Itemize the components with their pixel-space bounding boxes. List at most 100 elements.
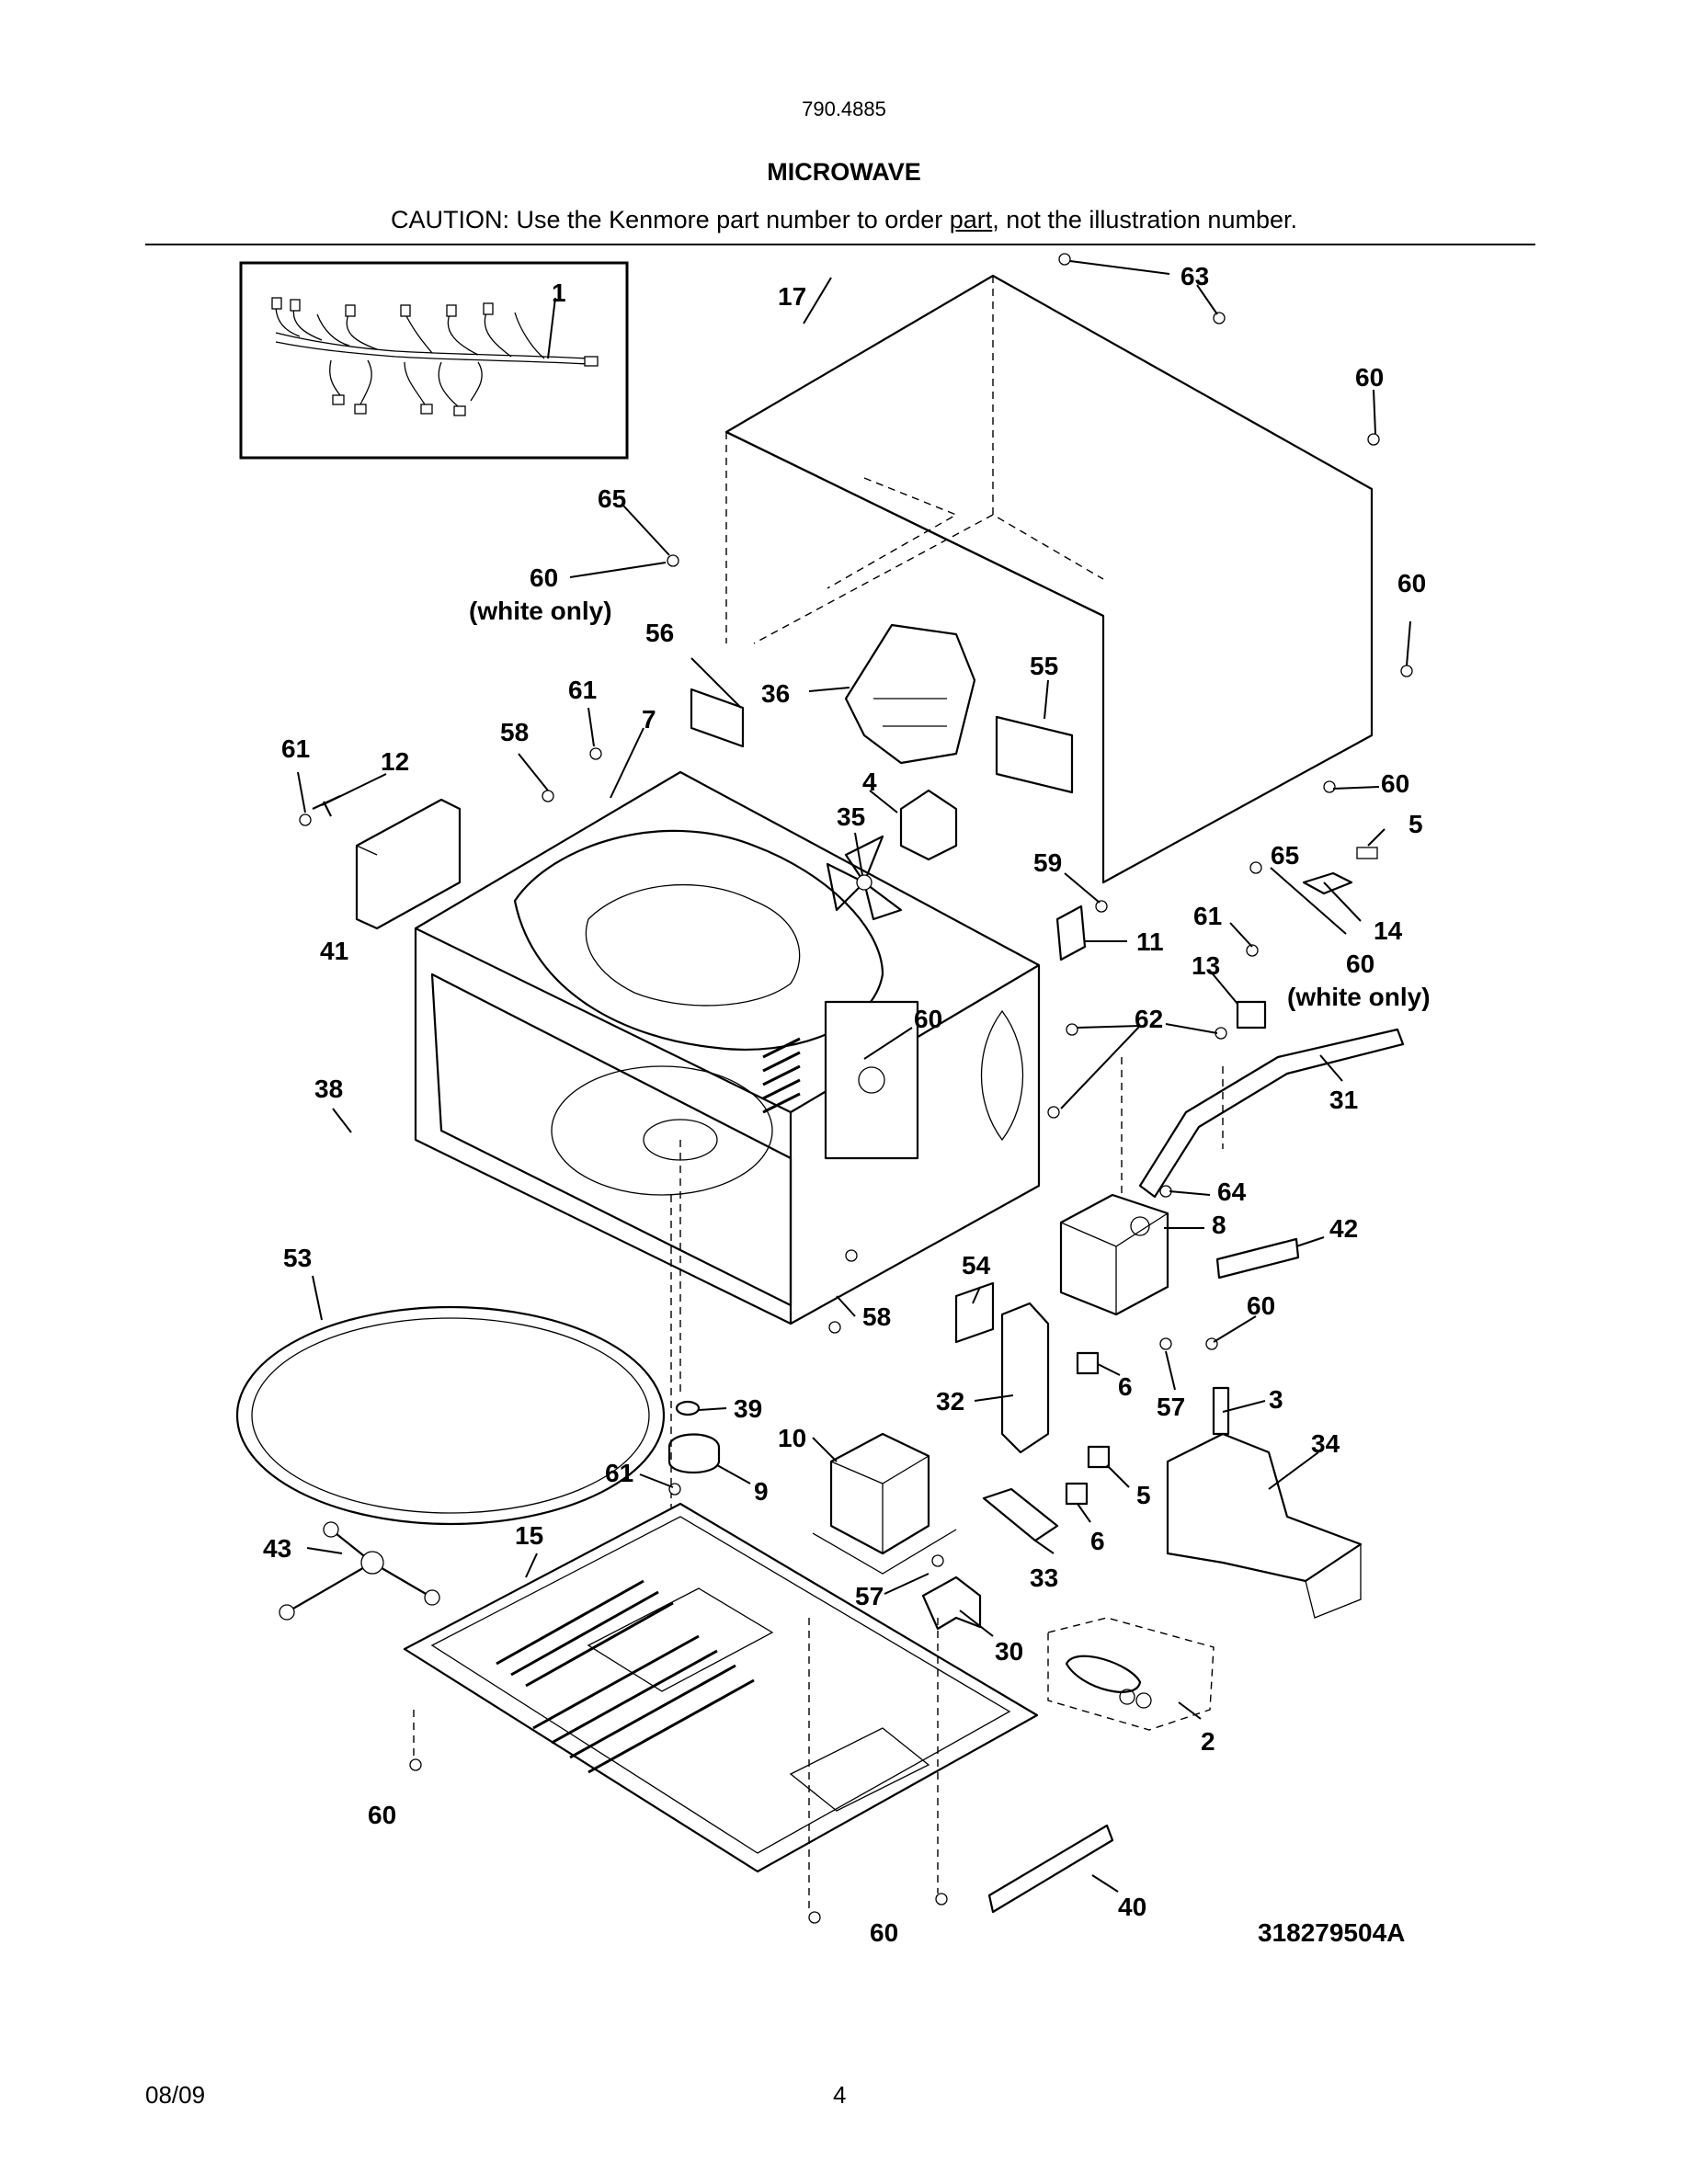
bracket-41	[312, 795, 462, 930]
waveguide-36	[844, 623, 976, 765]
page-number: 4	[833, 2081, 847, 2109]
callout-17: 17	[778, 282, 806, 311]
callout-5-low: 5	[1136, 1481, 1151, 1509]
coupler-39	[675, 1400, 701, 1416]
callout-13: 13	[1192, 951, 1220, 980]
callout-54: 54	[962, 1251, 991, 1280]
part-5-top	[1356, 847, 1378, 859]
callout-2: 2	[1201, 1727, 1215, 1756]
harness-trunk	[275, 341, 589, 365]
callout-60-mid: 60	[914, 1005, 942, 1033]
callout-40: 40	[1118, 1893, 1146, 1921]
callout-63: 63	[1180, 262, 1209, 290]
callout-53: 53	[283, 1244, 312, 1272]
callout-60-side: 60	[1381, 769, 1409, 798]
callout-12: 12	[381, 747, 409, 776]
callout-9: 9	[754, 1477, 769, 1506]
part-14	[1302, 871, 1353, 895]
callout-15: 15	[515, 1521, 543, 1550]
callout-42: 42	[1329, 1214, 1358, 1243]
callout-60-bottom-left: 60	[368, 1801, 396, 1829]
strip-42	[1215, 1237, 1300, 1280]
header-divider	[145, 244, 1535, 245]
inset-frame	[239, 261, 629, 460]
caution-underlined-word: part	[949, 206, 993, 233]
callout-60-lower: 60	[1247, 1291, 1275, 1320]
part-13	[1236, 1000, 1267, 1029]
turntable-ring-53	[235, 1305, 666, 1526]
callout-57-right: 57	[1157, 1393, 1185, 1421]
model-number: 790.4885	[802, 97, 886, 120]
callout-7: 7	[642, 705, 656, 734]
callout-57-low: 57	[855, 1582, 884, 1610]
callout-65-right: 65	[1271, 841, 1299, 870]
page-title: MICROWAVE	[767, 158, 921, 186]
part-33	[982, 1487, 1059, 1542]
callout-39: 39	[734, 1394, 762, 1423]
callout-58-top: 58	[500, 718, 529, 746]
callout-6-a: 6	[1118, 1372, 1133, 1401]
drawing-number: 318279504A	[1258, 1918, 1405, 1947]
callout-60-white-left: 60	[530, 563, 558, 592]
turntable-motor-9	[667, 1433, 721, 1474]
vent-grille	[762, 1037, 801, 1114]
fan-motor-4	[899, 789, 958, 861]
label-54	[954, 1281, 995, 1344]
fan-blade-35	[826, 835, 903, 921]
callout-32: 32	[936, 1387, 964, 1416]
leader-lines	[297, 260, 1411, 1893]
callout-white-only-left: (white only)	[469, 597, 612, 625]
callout-14: 14	[1374, 916, 1403, 945]
callout-60-bottom: 60	[870, 1918, 898, 1947]
transformer-10	[812, 1432, 957, 1575]
rail-31	[1138, 1028, 1405, 1199]
callout-65-left: 65	[598, 484, 626, 513]
label-plate-55	[995, 715, 1074, 794]
callout-8: 8	[1212, 1211, 1226, 1239]
callout-3: 3	[1269, 1385, 1283, 1414]
callout-38: 38	[314, 1075, 343, 1103]
outer-cabinet-wrapper	[724, 274, 1374, 884]
callout-59: 59	[1033, 848, 1062, 877]
callout-55: 55	[1030, 652, 1058, 680]
caution-text: CAUTION: Use the Kenmore part number to …	[391, 206, 950, 233]
callout-31: 31	[1329, 1086, 1358, 1114]
callout-1: 1	[552, 279, 566, 307]
roller-support-43	[279, 1521, 440, 1621]
callout-61-low: 61	[605, 1459, 633, 1487]
transformer-8	[1059, 1193, 1169, 1316]
callout-60-white-right: 60	[1346, 950, 1374, 978]
wire-harness-inset	[239, 261, 629, 460]
caution-note: CAUTION: Use the Kenmore part number to …	[0, 206, 1688, 234]
callout-61-mid: 61	[568, 676, 597, 704]
strip-40	[987, 1824, 1114, 1914]
callout-10: 10	[778, 1424, 806, 1452]
bracket-30	[921, 1575, 982, 1631]
footer-date: 08/09	[145, 2081, 206, 2109]
switch-11	[1055, 904, 1087, 961]
label-plate-56	[690, 688, 745, 748]
screws	[299, 253, 1413, 1924]
callout-11: 11	[1136, 927, 1164, 956]
base-vents	[496, 1579, 755, 1774]
latch-board-32	[1000, 1302, 1050, 1454]
callout-41: 41	[320, 937, 348, 965]
callout-30: 30	[995, 1637, 1023, 1666]
callout-4: 4	[862, 768, 877, 796]
callout-56: 56	[645, 619, 674, 647]
callout-34: 34	[1311, 1429, 1340, 1458]
callout-white-only-right: (white only)	[1287, 983, 1431, 1011]
callout-58-mid: 58	[862, 1302, 891, 1331]
switch-5-low	[1087, 1445, 1111, 1469]
callout-5-top: 5	[1409, 810, 1423, 838]
callout-35: 35	[837, 802, 865, 831]
callout-36: 36	[761, 679, 790, 708]
callout-60-right: 60	[1397, 569, 1426, 597]
callout-64: 64	[1217, 1177, 1247, 1206]
diode-3	[1212, 1386, 1230, 1436]
base-plate-15	[403, 1502, 1039, 1873]
callout-60-top-right: 60	[1355, 363, 1384, 392]
callout-6-b: 6	[1090, 1527, 1105, 1555]
callout-61-right: 61	[1193, 902, 1222, 930]
